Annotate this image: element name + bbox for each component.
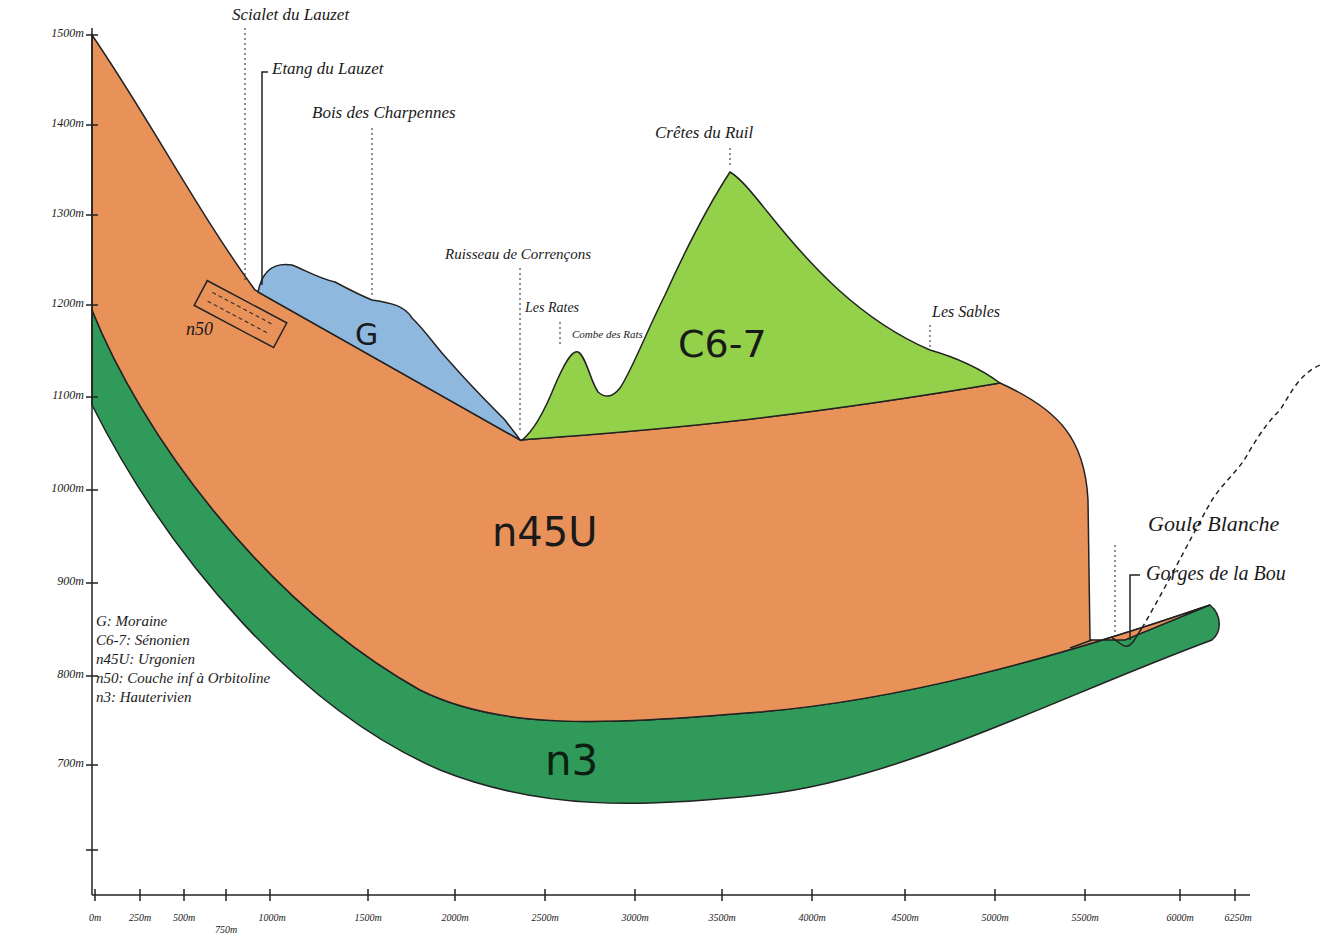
legend-text: G: Moraine	[96, 613, 167, 629]
legend: G: MoraineC6-7: Sénonien n45U: Urgonien n5…	[96, 612, 270, 707]
place-label: Bois des Charpennes	[312, 104, 456, 123]
moraine-layer	[258, 264, 520, 440]
place-label: Les Rates	[525, 300, 579, 315]
leader-lines	[245, 28, 1115, 632]
axis-label: 1200m	[51, 297, 84, 310]
layer-code: n3	[545, 740, 598, 782]
legend-entry: n3: Hauterivien	[96, 688, 270, 707]
gorge-outline	[1112, 628, 1142, 646]
layer-code: C6-7	[678, 325, 767, 363]
place-label: Scialet du Lauzet	[232, 6, 349, 25]
axis-label: 900m	[57, 575, 84, 588]
place-label: Crêtes du Ruil	[655, 124, 753, 143]
axis-label: 0m	[89, 912, 101, 923]
axis-label: 5000m	[981, 912, 1008, 923]
axis-label: 500m	[173, 912, 195, 923]
place-label: Goule Blanche	[1148, 512, 1279, 536]
legend-entry: G: Moraine	[96, 612, 270, 631]
place-label: Combe des Rats	[572, 328, 643, 340]
axis-label: 4500m	[891, 912, 918, 923]
relief-dashed-line	[1142, 365, 1320, 628]
axis-label: 6250m	[1224, 912, 1251, 923]
legend-text: n50: Couche inf à Orbitoline	[96, 670, 270, 686]
axis-label: 1500m	[354, 912, 381, 923]
place-label: Gorges de la Bou	[1146, 562, 1286, 584]
layer-region: G	[355, 320, 378, 350]
n45U-layer	[92, 35, 1210, 721]
layer-region: C6-7	[678, 325, 767, 363]
legend-entry: n45U: Urgonien	[96, 650, 270, 669]
axis-label: 1300m	[51, 207, 84, 220]
axis-label: 2500m	[531, 912, 558, 923]
place-label: Ruisseau de Corrençons	[445, 246, 591, 263]
senonien-layer	[522, 172, 1000, 440]
legend-entry: C6-7: Sénonien	[96, 631, 270, 650]
axis-label: 6000m	[1166, 912, 1193, 923]
axis-label: 750m	[215, 924, 237, 935]
layer-region: n3	[545, 740, 598, 782]
layer-code: n45U	[492, 512, 598, 552]
axis-label: 1500m	[51, 27, 84, 40]
axis-label: 5500m	[1071, 912, 1098, 923]
axis-label: 700m	[57, 757, 84, 770]
legend-text: C6-7: Sénonien	[96, 632, 190, 648]
axes	[86, 28, 1250, 901]
bracket-lines	[262, 72, 1140, 648]
axis-label: 2000m	[441, 912, 468, 923]
layer-code: G	[355, 320, 378, 350]
axis-label: 250m	[129, 912, 151, 923]
place-label: Les Sables	[932, 303, 1000, 321]
place-label: Etang du Lauzet	[272, 60, 383, 79]
axis-label: 800m	[57, 668, 84, 681]
legend-text: n45U: Urgonien	[96, 651, 195, 667]
axis-label: 1400m	[51, 117, 84, 130]
legend-text: n3: Hauterivien	[96, 689, 191, 705]
axis-label: 1000m	[258, 912, 285, 923]
axis-label: 4000m	[798, 912, 825, 923]
axis-label: 3500m	[708, 912, 735, 923]
axis-label: 1100m	[52, 389, 84, 402]
legend-entry: n50: Couche inf à Orbitoline	[96, 669, 270, 688]
axis-label: 1000m	[51, 482, 84, 495]
axis-label: 3000m	[621, 912, 648, 923]
place-label: n50	[186, 320, 213, 340]
layer-region: n45U	[492, 512, 598, 552]
